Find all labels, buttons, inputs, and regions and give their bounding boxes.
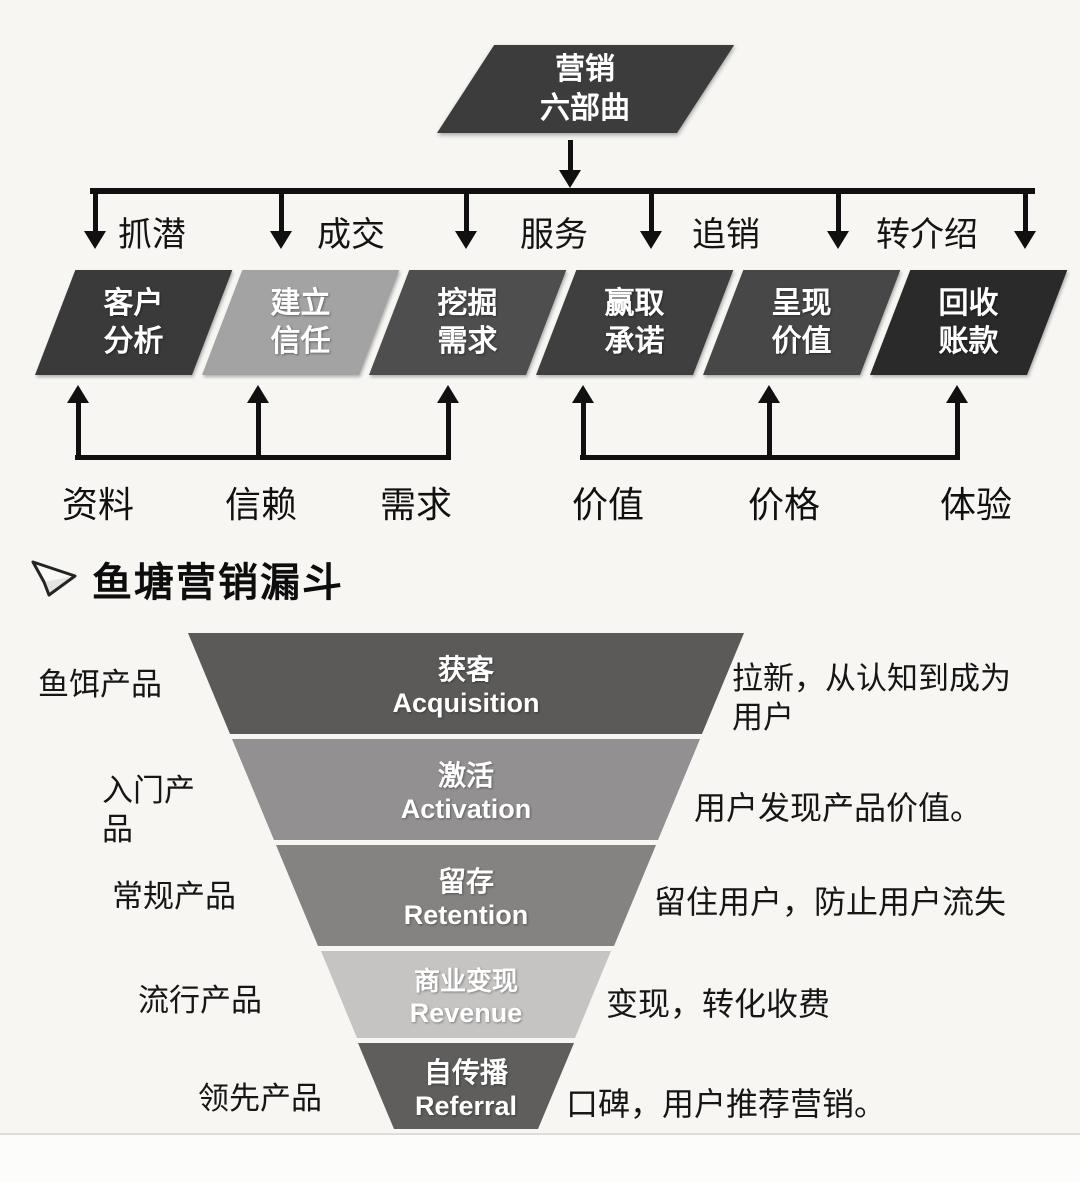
funnel-right-label: 用户发现产品价值。 xyxy=(694,790,983,826)
flow-step-label: 建立 信任 xyxy=(270,287,331,358)
funnel-level-activation: 激活 Activation xyxy=(232,739,700,840)
funnel-level-en: Revenue xyxy=(409,997,523,1028)
foundation-label: 需求 xyxy=(380,484,453,525)
foundation-bracket-left xyxy=(67,385,459,460)
stage-label: 服务 xyxy=(520,216,588,254)
arrow-up-icon xyxy=(67,385,89,460)
funnel-level-retention: 留存 Retention xyxy=(276,845,656,946)
funnel-left-label: 流行产品 xyxy=(138,983,262,1018)
foundation-label: 价格 xyxy=(748,484,821,525)
funnel-right-label: 拉新，从认知到成为用户 xyxy=(732,661,1011,735)
funnel-right-label: 留住用户，防止用户流失 xyxy=(654,884,1007,920)
flow-title-shape: 营销 六部曲 xyxy=(437,45,735,133)
arrow-up-icon xyxy=(572,385,594,460)
flow-step: 挖掘 需求 xyxy=(369,270,567,375)
funnel-level-en: Acquisition xyxy=(392,688,540,718)
foundation-label: 体验 xyxy=(940,484,1013,525)
funnel-level-referral: 自传播 Referral xyxy=(358,1043,574,1129)
stage-label: 抓潜 xyxy=(118,216,186,254)
funnel-level-en: Referral xyxy=(414,1090,518,1121)
flow-step: 回收 账款 xyxy=(870,270,1068,375)
stage-label: 转介绍 xyxy=(876,216,978,254)
section-heading-text: 鱼塘营销漏斗 xyxy=(92,561,344,605)
funnel-left-label: 领先产品 xyxy=(198,1081,322,1116)
funnel-level-zh: 商业变现 xyxy=(413,965,518,996)
foundation-label: 价值 xyxy=(572,484,645,525)
funnel-left-label: 入门产品 xyxy=(102,773,195,847)
funnel-level-revenue: 商业变现 Revenue xyxy=(321,951,611,1038)
funnel-right-label: 变现，转化收费 xyxy=(606,986,831,1022)
funnel-left-label: 常规产品 xyxy=(112,879,236,914)
arrow-bullet-icon xyxy=(31,560,77,597)
funnel-level-acquisition: 获客 Acquisition xyxy=(188,633,744,734)
flow-step-label: 赢取 承诺 xyxy=(604,287,665,358)
arrow-up-icon xyxy=(758,385,780,460)
funnel-left-label: 鱼饵产品 xyxy=(38,667,162,702)
flow-top-line xyxy=(90,188,1035,194)
funnel-level-zh: 留存 xyxy=(437,866,494,897)
foundation-bracket-right xyxy=(572,385,968,460)
flow-step-label: 客户 分析 xyxy=(103,287,164,358)
funnel-level-zh: 激活 xyxy=(437,760,494,791)
flow-step-label: 回收 账款 xyxy=(938,287,999,358)
arrow-up-icon xyxy=(247,385,269,460)
stage-label: 追销 xyxy=(692,216,760,254)
arrow-up-icon xyxy=(437,385,459,460)
flow-step: 赢取 承诺 xyxy=(536,270,734,375)
foundation-label: 信赖 xyxy=(225,484,298,525)
funnel-level-zh: 自传播 xyxy=(423,1056,508,1088)
arrow-up-icon xyxy=(946,385,968,460)
flow-step: 呈现 价值 xyxy=(703,270,901,375)
funnel-level-zh: 获客 xyxy=(437,654,494,685)
section-heading: 鱼塘营销漏斗 xyxy=(30,550,344,608)
flow-step: 客户 分析 xyxy=(35,270,233,375)
bottom-divider xyxy=(0,1133,1080,1135)
funnel-level-en: Retention xyxy=(403,900,529,930)
flow-step-label: 挖掘 需求 xyxy=(437,287,498,358)
funnel-right-label: 口碑，用户推荐营销。 xyxy=(566,1086,887,1122)
stage-label: 成交 xyxy=(317,216,385,254)
flow-step: 建立 信任 xyxy=(202,270,400,375)
bottom-margin xyxy=(0,1135,1080,1182)
foundation-label: 资料 xyxy=(62,484,135,525)
funnel-level-en: Activation xyxy=(400,794,532,824)
flow-step-label: 呈现 价值 xyxy=(771,287,832,358)
flow-title: 营销 六部曲 xyxy=(540,53,630,125)
